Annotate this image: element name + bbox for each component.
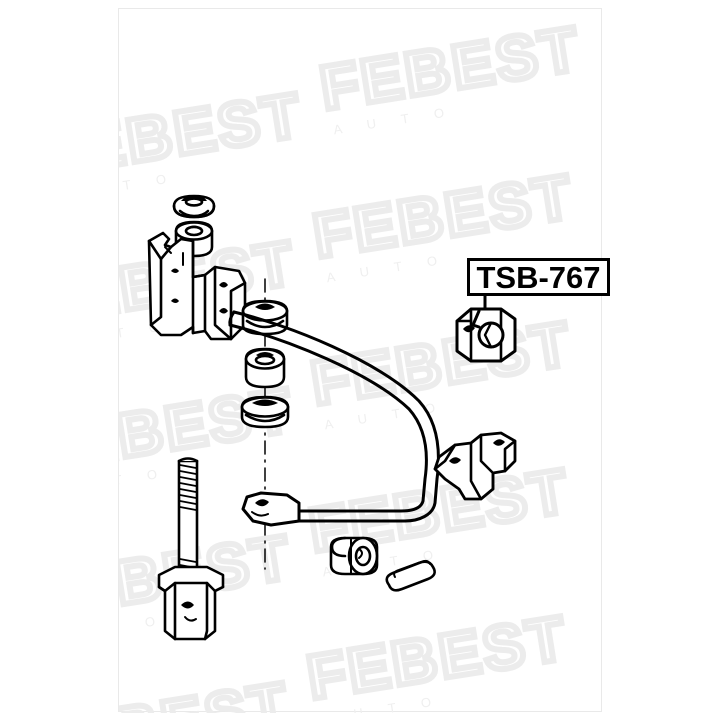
bolt-thread-upper bbox=[179, 464, 197, 511]
link-bolt bbox=[177, 457, 199, 579]
bushing-stack-lower bbox=[240, 395, 290, 429]
diagram-frame: FEBEST A U T O bbox=[118, 8, 610, 712]
stabilizer-bar bbox=[228, 310, 440, 527]
collar-ring bbox=[385, 559, 436, 592]
retainer-bracket-right bbox=[433, 431, 517, 501]
bushing-top-small bbox=[172, 194, 216, 219]
bushing-stack-upper bbox=[241, 299, 289, 336]
mounting-bracket-left bbox=[147, 231, 247, 341]
link-bracket-lower bbox=[157, 565, 225, 641]
stabilizer-bar-bushing bbox=[455, 307, 517, 363]
part-number-text: TSB-767 bbox=[476, 259, 601, 295]
bushing-stack-middle bbox=[244, 347, 286, 389]
part-number-callout: TSB-767 bbox=[467, 258, 610, 296]
parts-artwork-layer bbox=[147, 194, 517, 641]
spacer-sleeve bbox=[329, 536, 379, 576]
